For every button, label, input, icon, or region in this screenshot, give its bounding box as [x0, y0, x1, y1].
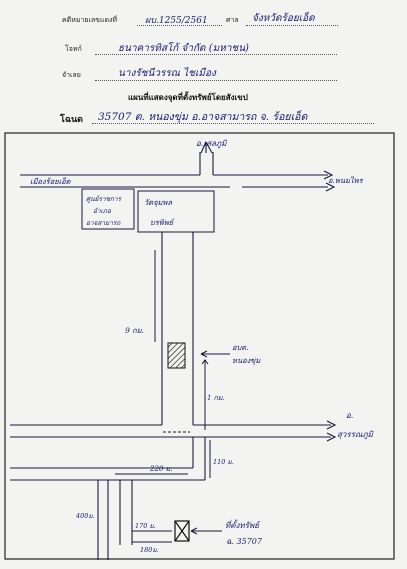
temple-line-2: บรพิพย์ — [150, 218, 175, 227]
east-road-label: อ.พนมไพร — [328, 176, 364, 185]
defendant-label: จำเลย — [62, 71, 81, 79]
map-title: แผนที่แสดงจุดที่ตั้งทรัพย์โดยสังเขป — [128, 93, 248, 102]
court-label: ศาล — [226, 16, 239, 24]
case-number-value: ผบ.1255/2561 — [145, 16, 208, 26]
district-office-box — [81, 188, 135, 230]
deed-value: 35707 ต. หนองขุ่ม อ.อาจสามารถ จ. ร้อยเอ็… — [98, 111, 308, 123]
dist-1km-label: 1 กม. — [207, 394, 225, 402]
plaintiff-line — [95, 54, 337, 55]
dist-220-label: 220 ม. — [149, 465, 172, 473]
dist-1km-marker — [201, 359, 209, 430]
district-office-line-3: อาจสามารถ — [86, 219, 121, 227]
main-road — [20, 170, 336, 192]
north-road-label: อ.เสลภูมิ — [196, 139, 227, 149]
deed-label: โฉนด — [60, 115, 83, 125]
dist-110-label: 110 ม. — [213, 458, 234, 466]
school-line-1: อบต. — [232, 343, 249, 352]
district-office-line-1: ศูนย์ราชการ — [86, 195, 123, 203]
dist-9km-label: 9 กม. — [125, 326, 144, 335]
deed-line — [92, 123, 374, 124]
court-value: จังหวัดร้อยเอ็ด — [252, 13, 315, 24]
district-office-line-2: อำเภอ — [93, 207, 112, 215]
property-line-2: ฉ. 35707 — [226, 537, 263, 546]
south-road — [161, 232, 194, 425]
north-road — [199, 141, 214, 175]
court-line — [246, 25, 338, 26]
property-line-1: ที่ตั้งทรัพย์ — [225, 519, 261, 530]
defendant-value: นางรัชนีวรรณ ไชเมือง — [118, 68, 216, 79]
west-road-label: เมืองร้อยเอ็ด — [30, 177, 72, 186]
defendant-line — [95, 80, 337, 81]
case-number-line — [137, 25, 222, 26]
plaintiff-value: ธนาคารทิสโก้ จำกัด (มหาชน) — [118, 43, 249, 54]
temple-line-1: วัดจุมพล — [144, 198, 172, 207]
map-frame — [4, 132, 395, 560]
school-line-2: หนองขุ่ม — [232, 356, 261, 365]
school-plot — [167, 342, 186, 369]
dist-170-label: 170 ม. — [135, 522, 156, 530]
dist-400-label: 400ม. — [75, 512, 95, 520]
property-plot — [174, 520, 190, 542]
plaintiff-label: โจทก์ — [65, 45, 82, 53]
dist-180-label: 180ม. — [140, 546, 159, 554]
east-branch-road — [10, 420, 337, 442]
east-branch-line-2: สุวรรณภูมิ — [337, 430, 374, 440]
property-lane — [10, 437, 206, 560]
east-branch-line-1: อ. — [346, 411, 353, 420]
case-number-label: คดีหมายเลขแดงที่ — [62, 16, 118, 24]
temple-box — [137, 190, 215, 233]
